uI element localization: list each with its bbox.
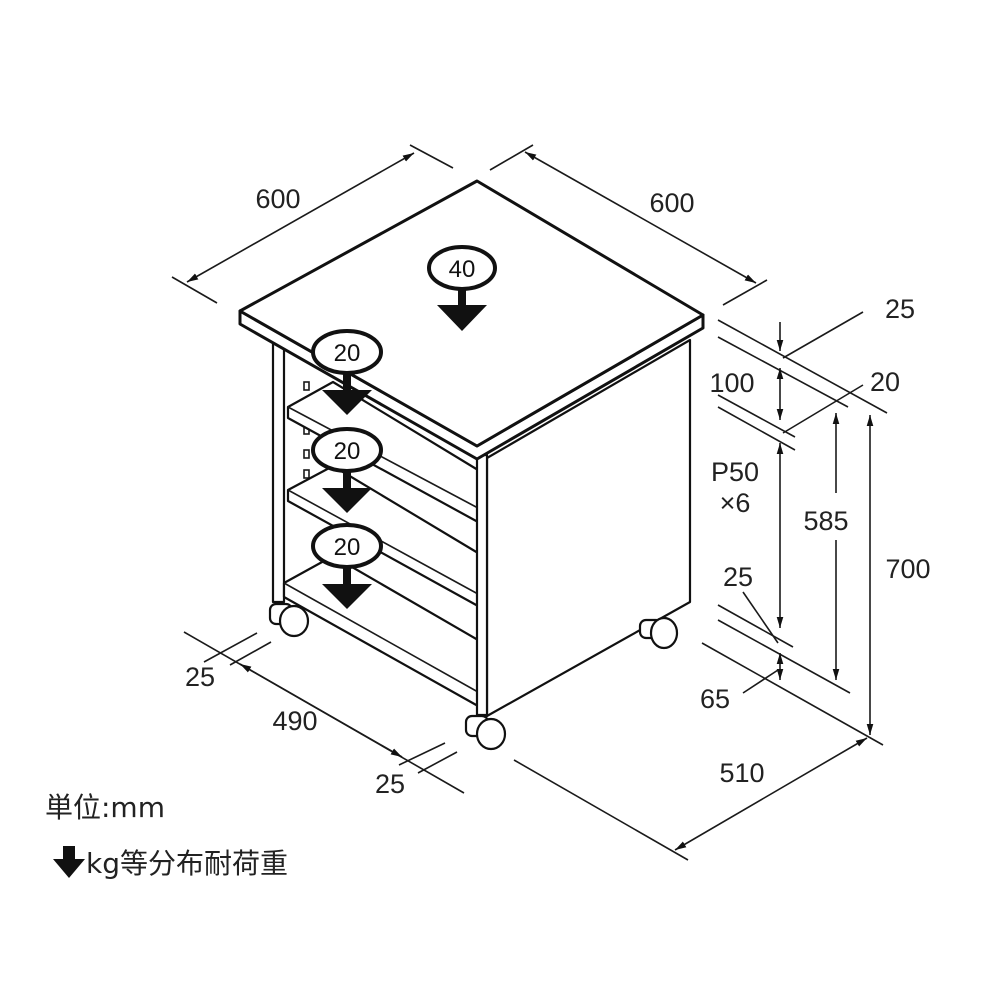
unit-note: 単位:mm — [45, 791, 165, 824]
dimension-label: 100 — [709, 368, 754, 398]
dimension-height-group: 25 20 100 P50 ×6 585 700 25 65 — [700, 294, 931, 746]
dimension-label: 25 — [375, 769, 405, 799]
dimension-label: 700 — [885, 554, 930, 584]
load-legend: kg等分布耐荷重 — [52, 842, 288, 882]
dimension-label: 25 — [723, 562, 753, 592]
dimension-width-group: 25 490 25 — [183, 631, 465, 799]
front-post — [475, 453, 489, 717]
down-arrow-icon — [53, 846, 85, 878]
dimension-label: 600 — [649, 188, 694, 218]
dimension-label: 20 — [870, 367, 900, 397]
load-legend-text: kg等分布耐荷重 — [86, 847, 288, 880]
dimension-label: 25 — [885, 294, 915, 324]
dimension-label: 585 — [803, 506, 848, 536]
dimension-label: 65 — [700, 684, 730, 714]
dimension-top-right: 600 — [489, 144, 768, 306]
caster-front-left — [268, 602, 310, 638]
load-value: 40 — [449, 256, 476, 283]
dimension-label: 600 — [255, 184, 300, 214]
load-badge-shelf-2: 20 — [311, 427, 383, 513]
load-badge-top: 40 — [427, 245, 497, 331]
load-badge-shelf-3: 20 — [311, 523, 383, 609]
back-post — [271, 328, 286, 604]
down-arrow-icon — [322, 390, 372, 415]
load-value: 20 — [334, 534, 361, 561]
dimension-label: P50 — [711, 457, 759, 487]
dimension-depth: 510 — [513, 737, 868, 861]
down-arrow-icon — [322, 488, 372, 513]
load-value: 20 — [334, 438, 361, 465]
dimension-top-left: 600 — [171, 144, 454, 304]
load-badge-shelf-1: 20 — [311, 329, 383, 415]
down-arrow-icon — [437, 305, 487, 331]
caster-back-right — [638, 616, 679, 650]
dimension-label: 490 — [272, 706, 317, 736]
caster-front-right — [464, 714, 507, 751]
dimension-label: 25 — [185, 662, 215, 692]
dimension-label: 510 — [719, 758, 764, 788]
load-value: 20 — [334, 340, 361, 367]
down-arrow-icon — [322, 584, 372, 609]
dimension-label: ×6 — [720, 488, 751, 518]
